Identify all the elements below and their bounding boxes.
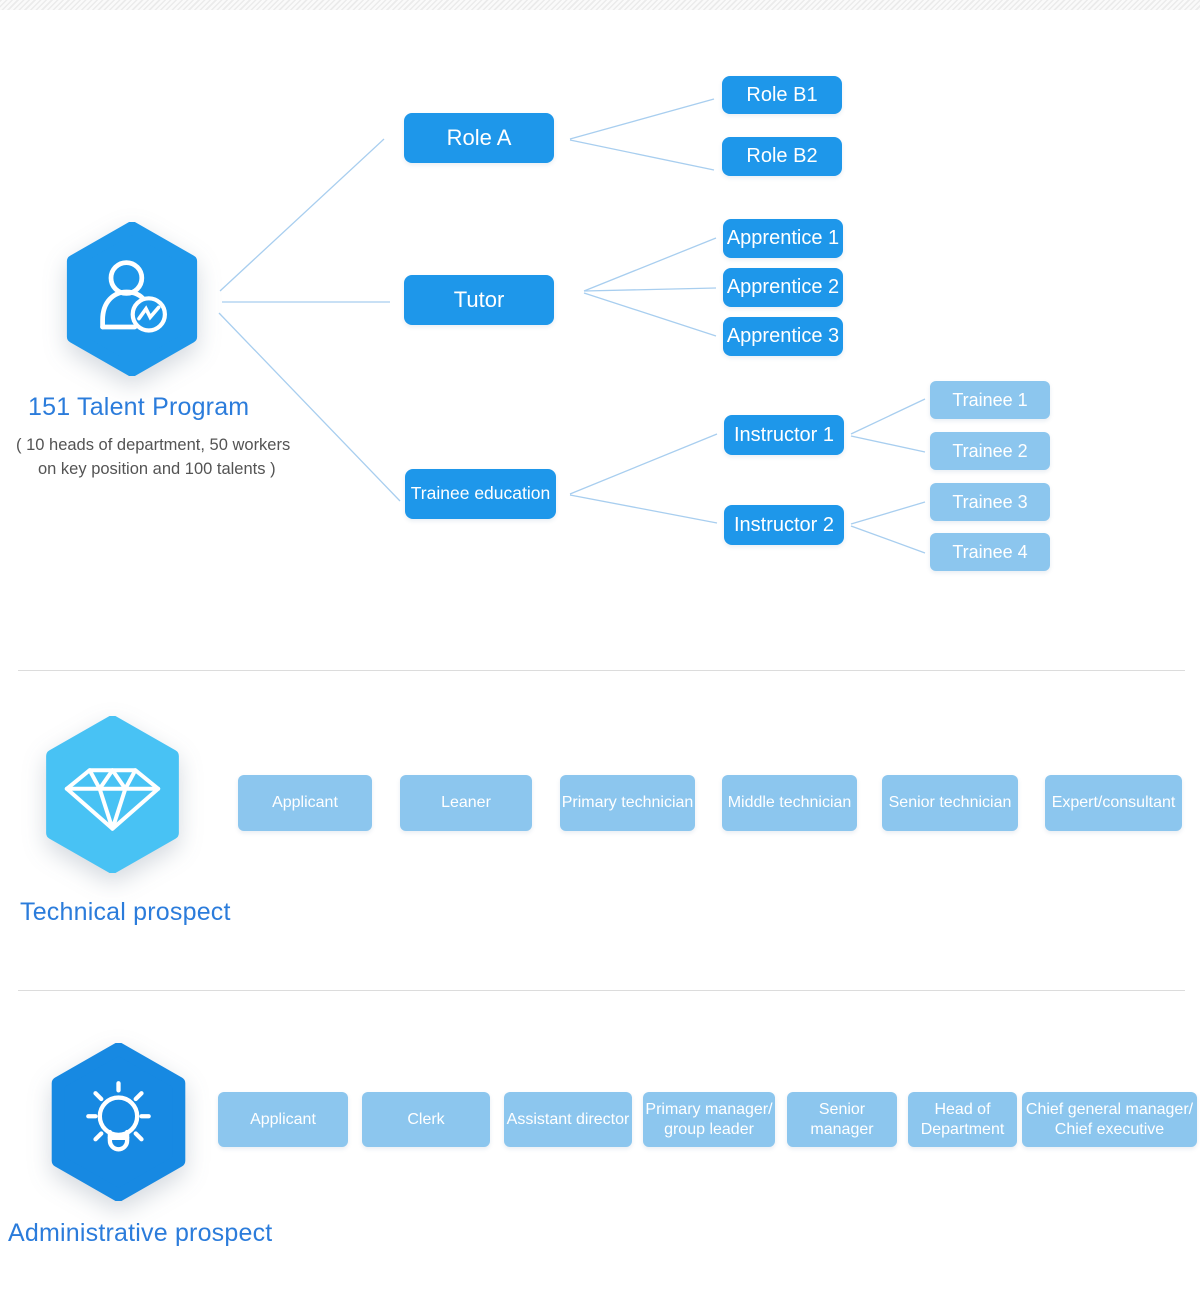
administrative-step: Applicant	[218, 1092, 348, 1147]
lightbulb-icon	[86, 1081, 151, 1152]
administrative-step: Senior manager	[787, 1092, 897, 1147]
role-a-node: Role A	[404, 113, 554, 163]
apprentice-1-node: Apprentice 1	[723, 219, 843, 258]
talent-hexagon	[62, 222, 202, 376]
technical-step: Senior technician	[882, 775, 1018, 831]
administrative-title: Administrative prospect	[8, 1219, 273, 1247]
instructor-2-node: Instructor 2	[724, 505, 844, 545]
instructor-1-node: Instructor 1	[724, 415, 844, 455]
apprentice-2-node: Apprentice 2	[723, 268, 843, 307]
administrative-step: Head of Department	[908, 1092, 1017, 1147]
section-divider-2	[18, 990, 1185, 991]
talent-title: 151 Talent Program	[28, 393, 250, 421]
trainee-3-node: Trainee 3	[930, 483, 1050, 521]
talent-note-line1: ( 10 heads of department, 50 workers	[16, 436, 291, 454]
trainee-education-node: Trainee education	[405, 469, 556, 519]
diamond-icon	[64, 768, 161, 831]
administrative-step: Clerk	[362, 1092, 490, 1147]
administrative-step: Primary manager/ group leader	[643, 1092, 775, 1147]
technical-step: Expert/consultant	[1045, 775, 1182, 831]
technical-step: Applicant	[238, 775, 372, 831]
talent-note-line2: on key position and 100 talents )	[38, 460, 276, 478]
section-divider-1	[18, 670, 1185, 671]
technical-step: Leaner	[400, 775, 532, 831]
role-b2-node: Role B2	[722, 137, 842, 176]
trainee-2-node: Trainee 2	[930, 432, 1050, 470]
technical-step: Primary technician	[560, 775, 695, 831]
administrative-step: Assistant director	[504, 1092, 632, 1147]
technical-step: Middle technician	[722, 775, 857, 831]
tutor-node: Tutor	[404, 275, 554, 325]
apprentice-3-node: Apprentice 3	[723, 317, 843, 356]
technical-hexagon	[40, 716, 185, 873]
technical-title: Technical prospect	[20, 898, 231, 926]
role-b1-node: Role B1	[722, 76, 842, 114]
administrative-hexagon	[46, 1043, 191, 1201]
trainee-4-node: Trainee 4	[930, 533, 1050, 571]
administrative-step: Chief general manager/ Chief executive	[1022, 1092, 1197, 1147]
person-activity-icon	[100, 260, 167, 333]
connector-lines	[218, 98, 926, 554]
top-hatched-bar	[0, 0, 1200, 10]
trainee-1-node: Trainee 1	[930, 381, 1050, 419]
